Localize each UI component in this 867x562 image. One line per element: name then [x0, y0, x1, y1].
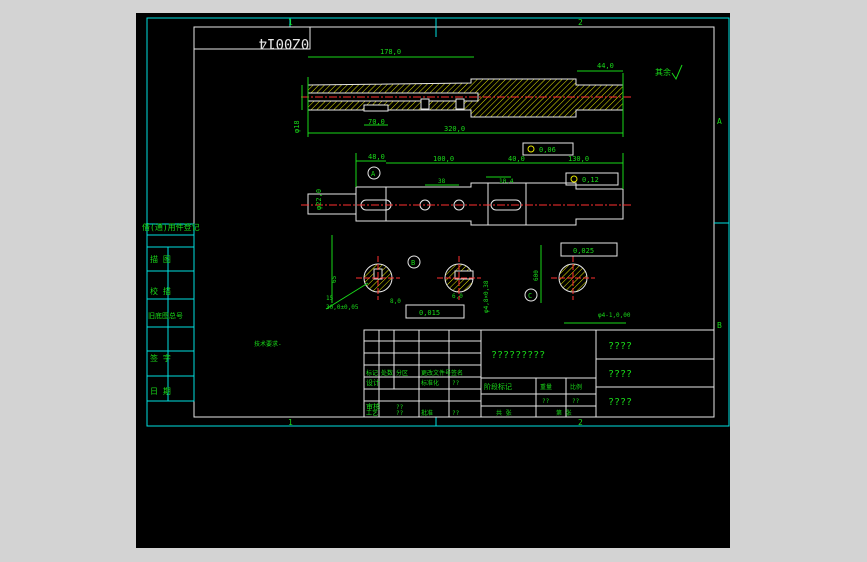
tolerance-frame-012: [565, 172, 619, 186]
dim-38: 38: [438, 178, 446, 185]
dim-15: 15: [326, 295, 334, 302]
label-review: 审核: [366, 402, 380, 411]
datum-c: C: [528, 292, 532, 300]
tol-006: 0,06: [539, 146, 556, 154]
part-name: ?????????: [491, 350, 545, 361]
outer-frame: [146, 17, 730, 427]
label-stage-mark: 阶段标记: [484, 382, 512, 391]
roughness-note: 其余: [655, 67, 671, 77]
label-mark: 标记: [366, 369, 378, 377]
register-row-5: 日 期: [150, 387, 171, 396]
dim-65: 65: [331, 275, 338, 283]
tol-0015: 0,015: [419, 309, 440, 317]
drawing-sheet: 1 2 1 2 A B 0Z0014 借(通)用件登记 描 图 校 描 旧底图总…: [142, 17, 730, 427]
left-register-column: [146, 223, 195, 402]
register-row-2: 校 描: [150, 286, 171, 296]
datum-a-marker: [367, 166, 381, 180]
tol-012: 0,12: [582, 176, 599, 184]
datum-b-marker: [407, 255, 421, 269]
title-q5: ??: [542, 398, 550, 405]
drawing-number: 0Z0014: [259, 35, 310, 51]
zone-label-a: A: [717, 117, 722, 126]
zone-label-top-1: 1: [288, 18, 293, 27]
label-weight: 重量: [540, 383, 552, 391]
register-row-3: 旧底图总号: [148, 311, 183, 320]
dim-40: 40,0: [508, 155, 525, 163]
dim-100: 100,0: [433, 155, 454, 163]
register-row-1: 描 图: [150, 254, 171, 264]
width-600: 600: [533, 270, 540, 281]
shaft-main-view: [301, 153, 631, 226]
cad-viewport[interactable]: 1 2 1 2 A B 0Z0014 借(通)用件登记 描 图 校 描 旧底图总…: [136, 13, 730, 548]
section-dia: φ4,8×0,38: [483, 280, 490, 313]
zone-label-b: B: [717, 321, 722, 330]
title-q4: ??: [452, 380, 460, 387]
zone-label-bottom-1: 1: [288, 418, 293, 427]
dim-130: 130,0: [568, 155, 589, 163]
tech-note: 技术要求-: [254, 340, 282, 348]
register-header: 借(通)用件登记: [142, 222, 200, 232]
label-sheet-count: 共 张: [496, 409, 512, 417]
title-q1: ??: [396, 404, 404, 411]
label-count: 处数: [381, 369, 393, 377]
shaft-section-view: [301, 56, 631, 137]
section-key-1: 8,0: [390, 298, 401, 305]
title-q2: ??: [396, 410, 404, 417]
label-sheet-no: 第 张: [556, 409, 572, 417]
label-zone: 分区: [396, 369, 408, 377]
dim-70: 70,0: [368, 118, 385, 126]
datum-b: B: [411, 259, 415, 267]
datum-c-marker: [524, 288, 538, 302]
dim-178: 178,0: [380, 48, 401, 56]
cross-sections: [325, 235, 626, 324]
dim-dia-18: φ18: [293, 120, 301, 133]
section-bottom-right: φ4-1,0,00: [598, 312, 631, 319]
dim-320: 320,0: [444, 125, 465, 133]
tolerance-frame-0025: [560, 242, 618, 257]
drawing-code: ????: [608, 397, 632, 408]
tol-0025: 0,025: [573, 247, 594, 255]
material: ????: [608, 369, 632, 380]
dim-10-4: 10,4: [499, 178, 514, 185]
label-design: 设计: [366, 378, 380, 387]
roughness-icon: [671, 64, 683, 81]
dim-48: 48,0: [368, 153, 385, 161]
drawing-number-box: [193, 26, 311, 50]
zone-label-top-2: 2: [578, 18, 583, 27]
zone-label-bottom-2: 2: [578, 418, 583, 427]
title-q6: ??: [572, 398, 580, 405]
title-block: [363, 329, 715, 418]
dim-dia-22: φ22,0: [315, 189, 323, 210]
label-change-doc: 更改文件号: [421, 369, 451, 377]
title-q3: ??: [452, 410, 460, 417]
company-name: ????: [608, 341, 632, 352]
label-signature: 签名: [451, 369, 463, 377]
section-width-1: 30,0±0,05: [326, 304, 359, 311]
coaxiality-icon-2: [570, 175, 578, 183]
label-process: 工艺: [366, 409, 378, 417]
dim-44: 44,0: [597, 62, 614, 70]
label-approve: 批准: [421, 409, 433, 417]
label-standardize: 标准化: [421, 379, 439, 387]
tolerance-frame-0015: [405, 304, 465, 319]
tolerance-frame-006: [522, 142, 574, 156]
register-row-4: 签 字: [150, 353, 171, 363]
section-key-2: 6,0: [452, 293, 463, 300]
coaxiality-icon: [527, 145, 535, 153]
label-scale: 比例: [570, 383, 582, 391]
datum-a: A: [371, 170, 376, 178]
